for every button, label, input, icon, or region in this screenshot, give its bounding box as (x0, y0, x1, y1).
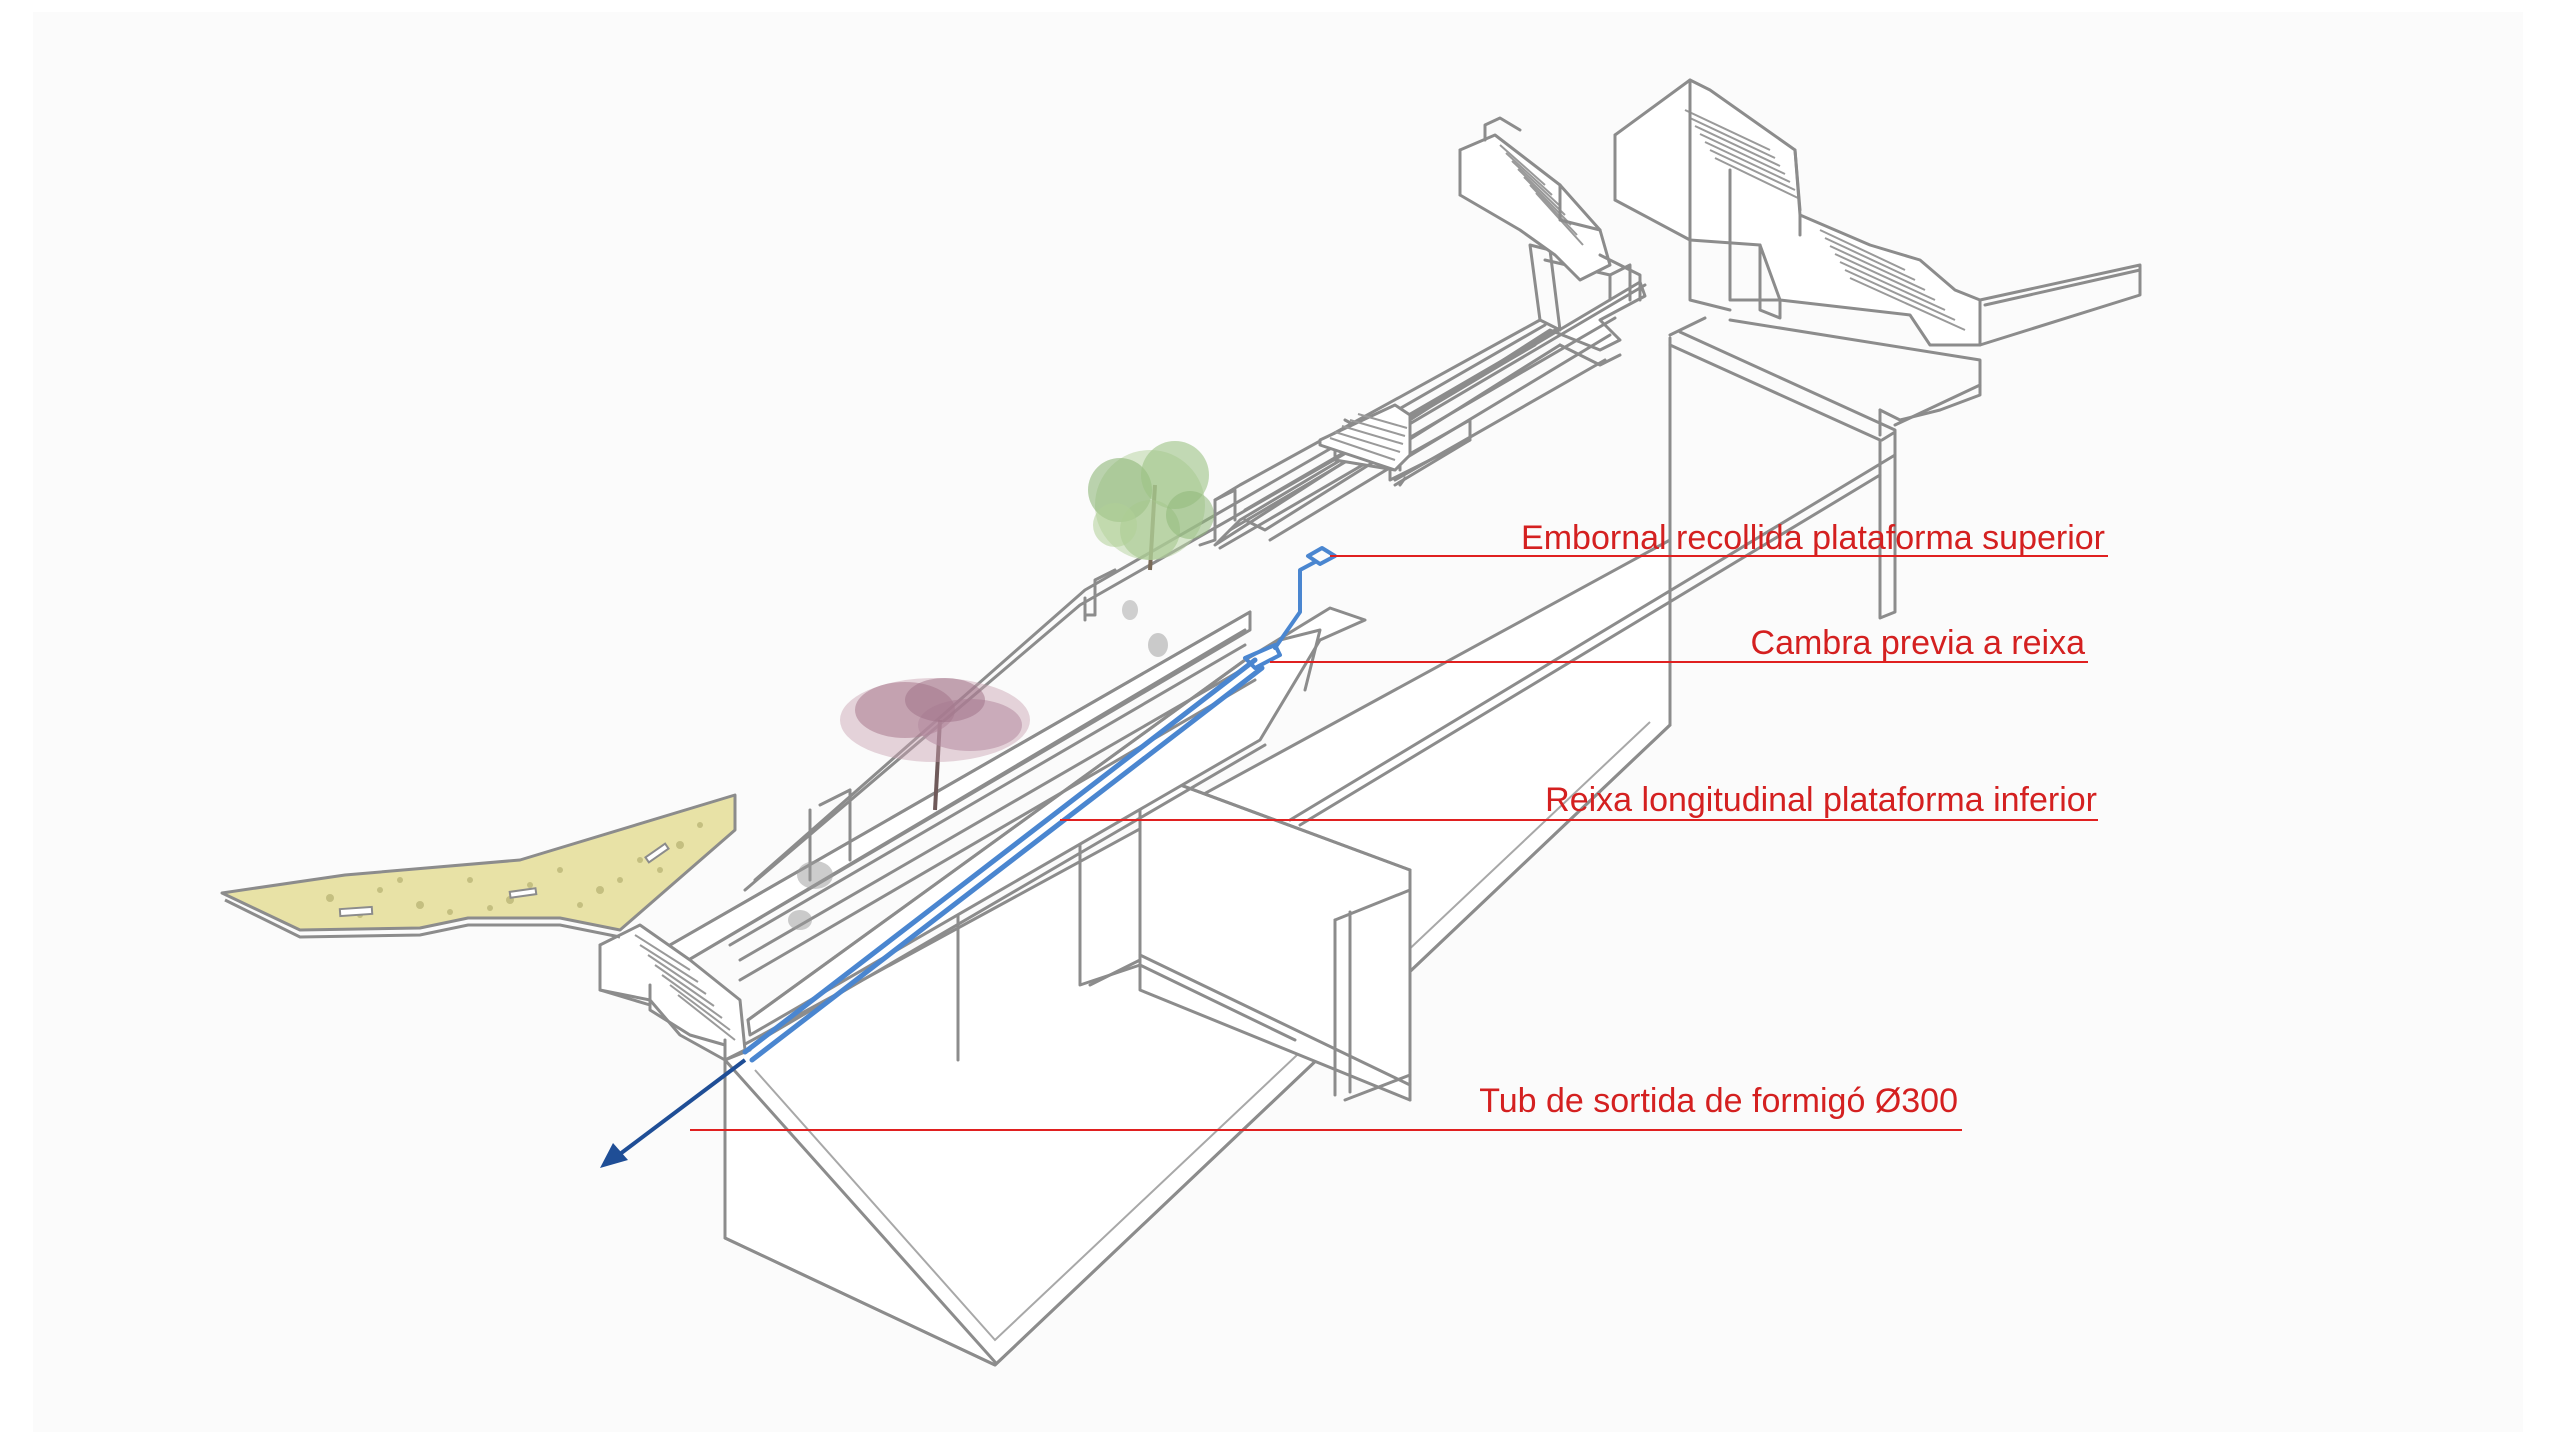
tree-green (1088, 441, 1214, 571)
tree-purple (840, 678, 1030, 811)
drainage-system (600, 546, 1337, 1168)
arrow-head (600, 1143, 628, 1168)
left-staircase (598, 923, 752, 1062)
longitudinal-grate (742, 657, 1265, 1063)
label-embornal: Embornal recollida plataforma superior (1521, 519, 2105, 557)
downpipe (1273, 560, 1317, 650)
plaza-paving (220, 793, 737, 932)
label-tub: Tub de sortida de formigó Ø300 (1479, 1082, 1958, 1120)
annotation-labels: Embornal recollida plataforma superior C… (1479, 519, 2105, 1120)
drawing-panel (33, 12, 2523, 1432)
basement-volume (723, 330, 1897, 1367)
pre-grate-chamber (1243, 643, 1282, 670)
upper-small-steps (1318, 403, 1472, 482)
label-cambra: Cambra previa a reixa (1751, 624, 2086, 662)
annotation-leaders (690, 555, 2108, 1131)
left-plaza (220, 793, 737, 939)
right-staircases (1458, 78, 2142, 437)
shrubs (788, 600, 1168, 930)
outlet-pipe-arrow (610, 1058, 747, 1162)
label-reixa: Reixa longitudinal plataforma inferior (1545, 781, 2097, 819)
